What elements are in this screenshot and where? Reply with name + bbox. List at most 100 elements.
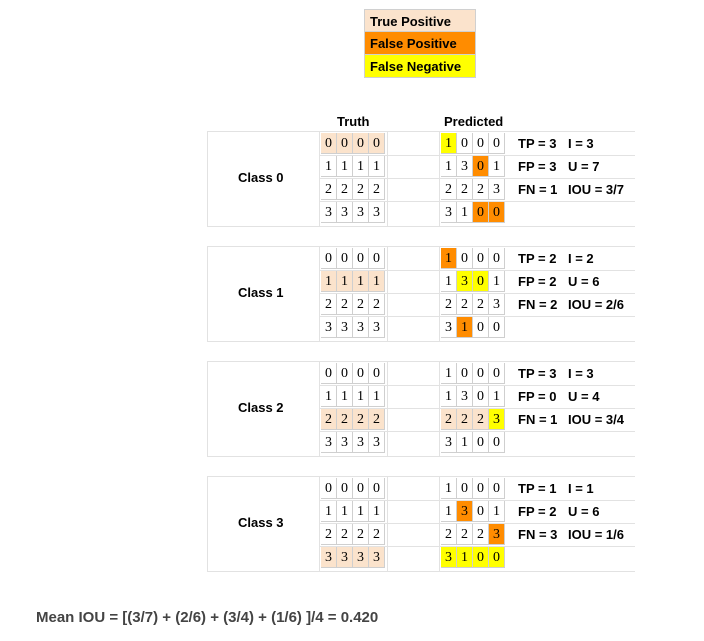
metric-left: FP = 2 — [518, 504, 557, 519]
truth-cell: 1 — [369, 501, 385, 522]
predicted-cell: 0 — [457, 133, 473, 154]
truth-cell: 1 — [369, 271, 385, 292]
metric-left: FP = 2 — [518, 274, 557, 289]
predicted-cell: 1 — [489, 501, 505, 522]
predicted-cell: 0 — [473, 386, 489, 407]
predicted-cell: 2 — [441, 294, 457, 315]
class-label: Class 2 — [238, 400, 284, 415]
gridline — [207, 246, 208, 342]
truth-cell: 2 — [369, 524, 385, 545]
truth-cell: 0 — [321, 363, 337, 384]
truth-cell: 3 — [321, 547, 337, 568]
gridline — [387, 361, 388, 457]
predicted-cell: 0 — [457, 248, 473, 269]
truth-cell: 0 — [337, 133, 353, 154]
truth-cell: 2 — [321, 409, 337, 430]
gridline — [207, 226, 635, 227]
predicted-cell: 3 — [441, 317, 457, 338]
legend-false-positive: False Positive — [364, 32, 476, 55]
truth-cell: 1 — [369, 386, 385, 407]
predicted-cell: 2 — [441, 409, 457, 430]
truth-cell: 2 — [321, 179, 337, 200]
metric-left: TP = 3 — [518, 136, 557, 151]
predicted-cell: 3 — [441, 432, 457, 453]
gridline — [320, 385, 635, 386]
class-label: Class 0 — [238, 170, 284, 185]
truth-cell: 3 — [353, 547, 369, 568]
truth-cell: 3 — [321, 432, 337, 453]
legend-true-positive: True Positive — [364, 9, 476, 32]
predicted-cell: 1 — [441, 363, 457, 384]
truth-cell: 0 — [369, 363, 385, 384]
legend-false-negative: False Negative — [364, 55, 476, 78]
truth-cell: 3 — [353, 202, 369, 223]
predicted-cell: 2 — [441, 524, 457, 545]
predicted-cell: 0 — [473, 133, 489, 154]
truth-cell: 3 — [337, 317, 353, 338]
predicted-cell: 3 — [457, 386, 473, 407]
predicted-cell: 3 — [489, 294, 505, 315]
gridline — [320, 270, 635, 271]
truth-cell: 3 — [369, 432, 385, 453]
mean-iou-formula: Mean IOU = [(3/7) + (2/6) + (3/4) + (1/6… — [36, 609, 379, 626]
predicted-cell: 0 — [473, 202, 489, 223]
gridline — [439, 476, 440, 572]
metric-left: FN = 3 — [518, 527, 558, 542]
metric-right: I = 3 — [568, 136, 594, 151]
truth-cell: 0 — [353, 478, 369, 499]
truth-cell: 0 — [353, 248, 369, 269]
legend: True Positive False Positive False Negat… — [364, 9, 476, 78]
predicted-cell: 2 — [457, 524, 473, 545]
predicted-cell: 1 — [489, 386, 505, 407]
gridline — [207, 571, 635, 572]
metric-right: IOU = 2/6 — [568, 297, 624, 312]
truth-cell: 0 — [353, 363, 369, 384]
predicted-header: Predicted — [444, 114, 504, 129]
metric-right: U = 7 — [568, 159, 600, 174]
gridline — [320, 293, 635, 294]
gridline — [319, 476, 320, 572]
truth-cell: 2 — [369, 294, 385, 315]
predicted-cell: 0 — [489, 317, 505, 338]
predicted-cell: 0 — [489, 202, 505, 223]
gridline — [207, 131, 635, 132]
truth-cell: 2 — [353, 524, 369, 545]
truth-cell: 2 — [321, 294, 337, 315]
metric-right: I = 3 — [568, 366, 594, 381]
truth-cell: 1 — [337, 271, 353, 292]
gridline — [387, 476, 388, 572]
predicted-cell: 0 — [489, 547, 505, 568]
predicted-cell: 0 — [489, 248, 505, 269]
predicted-cell: 0 — [473, 317, 489, 338]
truth-cell: 3 — [369, 547, 385, 568]
predicted-cell: 1 — [457, 432, 473, 453]
predicted-cell: 1 — [457, 202, 473, 223]
gridline — [207, 246, 635, 247]
predicted-cell: 3 — [441, 547, 457, 568]
gridline — [320, 155, 635, 156]
predicted-cell: 3 — [489, 179, 505, 200]
truth-cell: 2 — [321, 524, 337, 545]
predicted-cell: 0 — [473, 363, 489, 384]
gridline — [207, 456, 635, 457]
truth-cell: 3 — [369, 317, 385, 338]
class-label: Class 3 — [238, 515, 284, 530]
truth-cell: 2 — [369, 409, 385, 430]
metric-right: U = 4 — [568, 389, 600, 404]
predicted-cell: 0 — [457, 363, 473, 384]
metric-right: U = 6 — [568, 504, 600, 519]
predicted-cell: 3 — [457, 271, 473, 292]
predicted-cell: 3 — [489, 524, 505, 545]
truth-cell: 1 — [337, 386, 353, 407]
truth-cell: 1 — [321, 271, 337, 292]
truth-cell: 0 — [321, 478, 337, 499]
truth-cell: 2 — [353, 294, 369, 315]
predicted-cell: 1 — [441, 248, 457, 269]
truth-cell: 2 — [337, 409, 353, 430]
predicted-cell: 3 — [457, 501, 473, 522]
gridline — [207, 476, 208, 572]
truth-cell: 3 — [321, 317, 337, 338]
truth-cell: 1 — [353, 271, 369, 292]
predicted-cell: 1 — [489, 271, 505, 292]
